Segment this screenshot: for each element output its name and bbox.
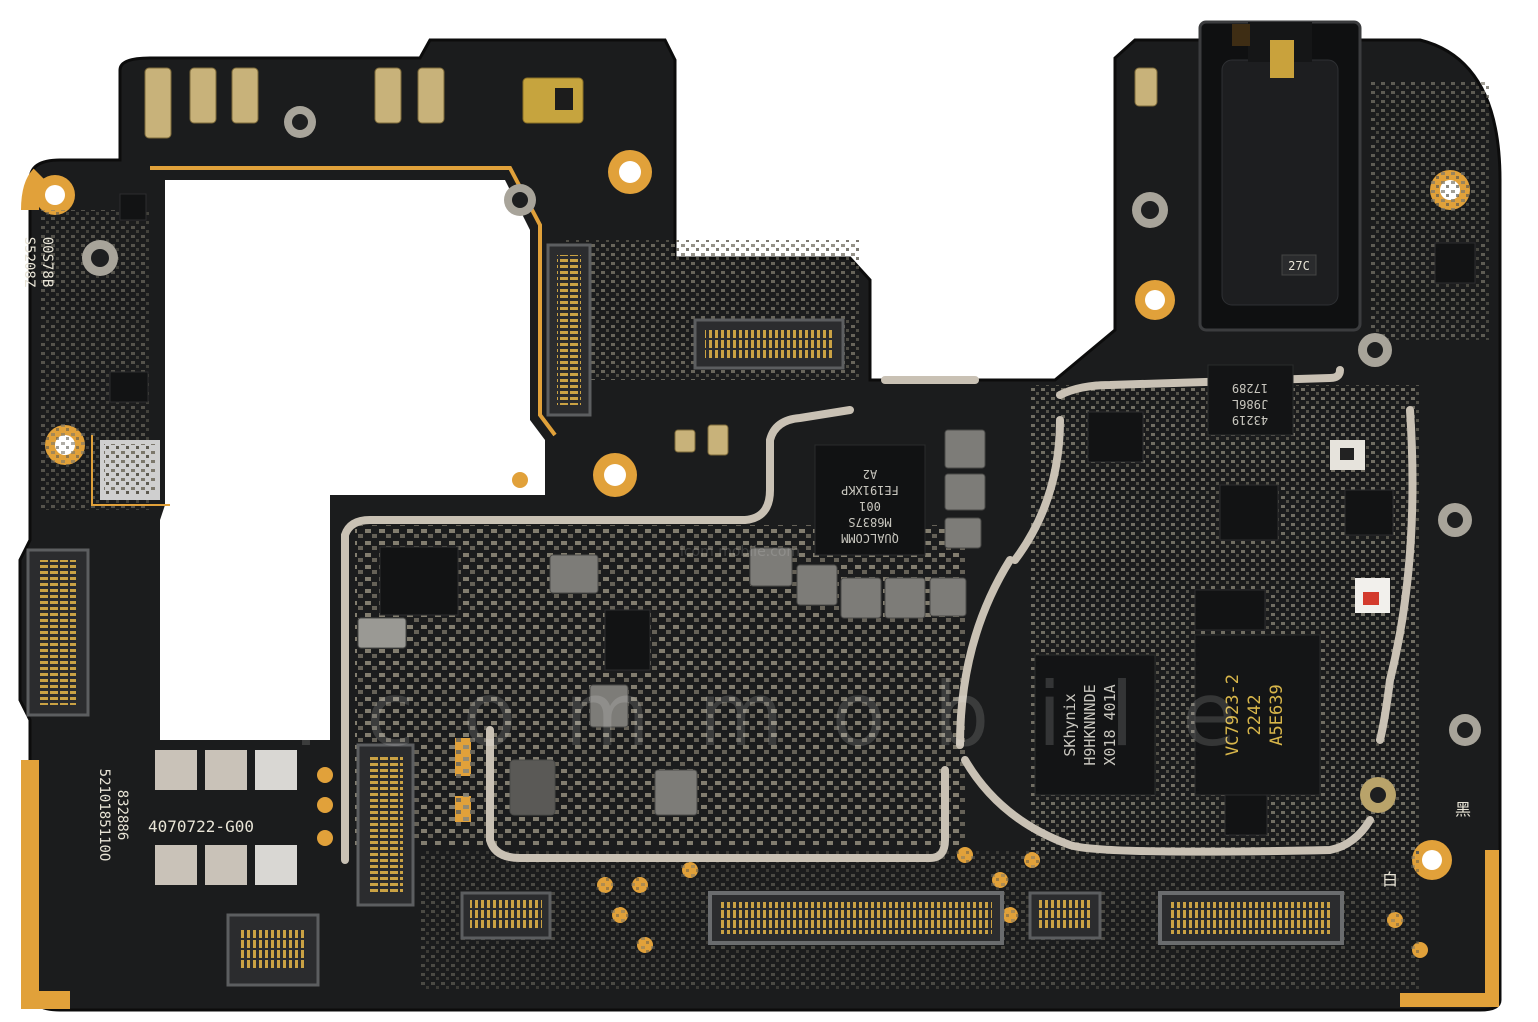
memory-line3: X018 401A: [1101, 684, 1119, 765]
pmic-line5: A2: [863, 467, 877, 481]
connector-left-edge: [26, 548, 90, 717]
red-marker-dot: [1363, 592, 1379, 605]
code-a: 832886: [114, 790, 130, 841]
emmc-line3: A5E639: [1267, 684, 1287, 745]
microphone: [522, 77, 584, 124]
watermark-url: icom mobile.com: [680, 544, 800, 560]
pmic-line3: 001: [859, 499, 881, 513]
smd-area-topright: [1370, 80, 1490, 340]
white-marker-dot: [1340, 448, 1354, 460]
memory-line2: H9HKNNNDE: [1081, 684, 1099, 765]
secondary-ics: [109, 193, 1476, 836]
inductors: [357, 429, 986, 816]
rf-line1: 43219: [1232, 413, 1268, 427]
char-black: 黑: [1455, 800, 1471, 819]
rf-connectors: [82, 106, 1481, 813]
connector-bottom-3: [1028, 891, 1102, 940]
connector-center-vertical: [356, 743, 415, 907]
headphone-jack: 27C: [1198, 20, 1362, 332]
memory-chip: SKhynix H9HKNNNDE X018 401A: [1034, 654, 1156, 796]
code-c: 00S78B: [39, 237, 55, 288]
qr-code: [91, 435, 170, 506]
emmc-line2: 2242: [1245, 695, 1265, 736]
pmic-line1: QUALCOMM: [841, 531, 899, 545]
code-b: 5210185110O: [96, 769, 112, 862]
board-cutout: [160, 180, 545, 740]
emmc-line1: VC7923-2: [1223, 674, 1243, 756]
rf-ic: 43219 J986L 17289: [1207, 364, 1294, 436]
spring-contacts: [144, 67, 1158, 456]
connector-bottom-1: [460, 891, 552, 940]
code-d: S5208Z: [21, 237, 37, 288]
copper-edge-top-left: [21, 168, 47, 211]
char-white: 白: [1382, 870, 1398, 889]
memory-line1: SKhynix: [1061, 693, 1079, 756]
part-number: 4070722-G00: [148, 817, 254, 836]
shield-frame-bottom: [486, 726, 949, 862]
pmic-line4: FE191XKP: [841, 483, 899, 497]
rf-line3: 17289: [1232, 381, 1268, 395]
connector-bottom-right: [1158, 891, 1344, 945]
emmc-chip: VC7923-2 2242 A5E639: [1194, 634, 1321, 796]
connector-top-left-vertical: [546, 243, 592, 417]
copper-edge-right: [1400, 850, 1499, 1007]
connector-top-horizontal: [693, 318, 845, 370]
rf-line2: J986L: [1232, 397, 1268, 411]
copper-edge-left: [21, 760, 70, 1009]
pmic-chip: QUALCOMM M6837S 001 FE191XKP A2: [814, 444, 926, 556]
copper-trace-cutout: [150, 166, 557, 437]
connector-bottom-left: [226, 913, 320, 987]
connector-bottom-main: [708, 891, 1004, 945]
shield-frame-left: [341, 406, 854, 864]
jack-marking: 27C: [1288, 259, 1310, 273]
solder-pads: [155, 750, 297, 885]
pmic-line2: M6837S: [848, 515, 891, 529]
watermark-large: i c o m m o b i l e: [294, 663, 1247, 766]
